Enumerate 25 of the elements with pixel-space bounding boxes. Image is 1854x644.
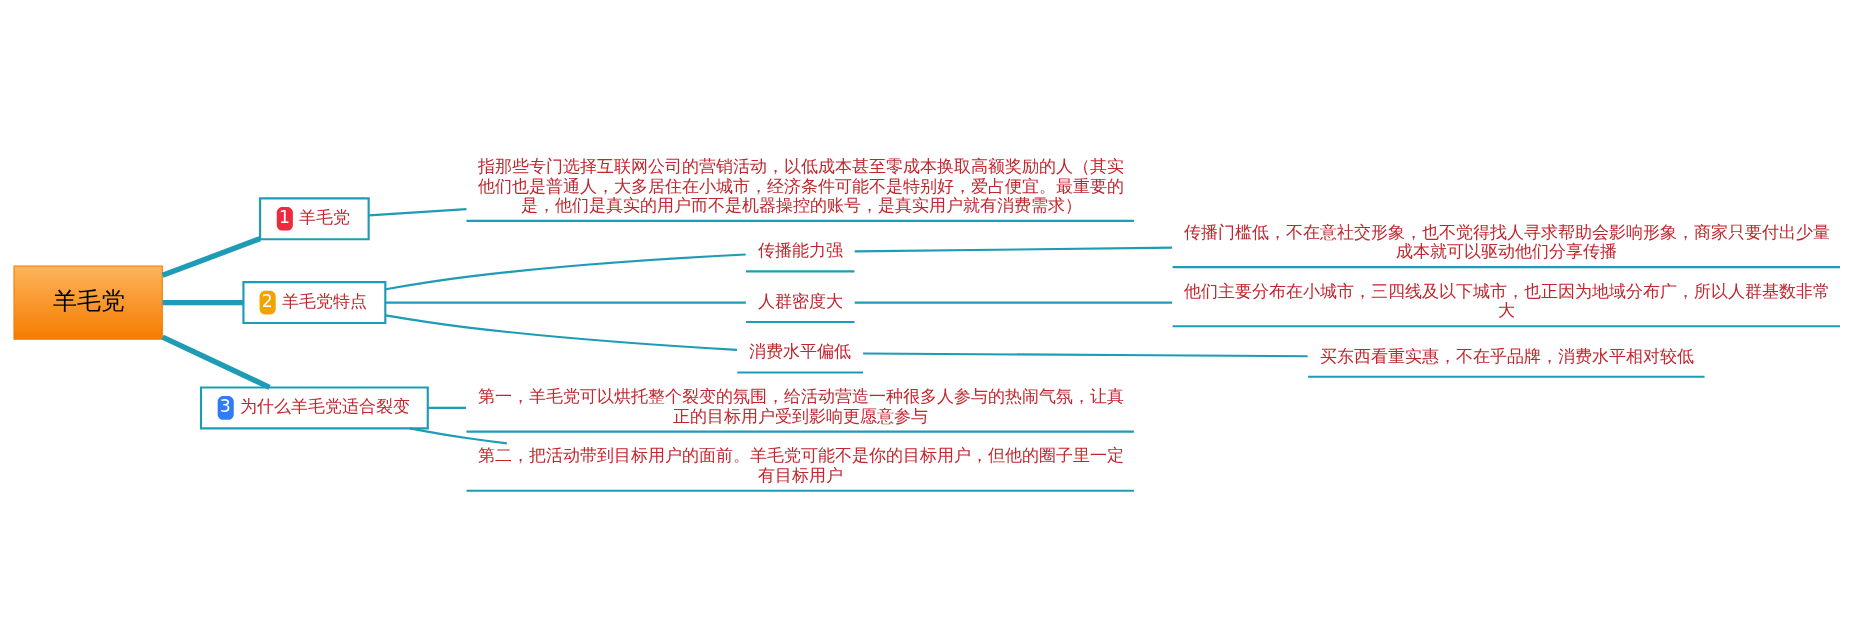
connector bbox=[385, 313, 738, 351]
connector bbox=[161, 334, 271, 390]
connector bbox=[409, 426, 507, 444]
node-text: 传播门槛低，不在意社交形象，也不觉得找人寻求帮助会影响形象，商家只要付出少量成本就可以驱动他们分享传播 bbox=[1184, 221, 1831, 261]
connector bbox=[385, 252, 746, 290]
node-text: 他们主要分布在小城市，三四线及以下城市，也正因为地域分布广，所以人群基数非常大 bbox=[1184, 280, 1831, 320]
node-box: 3 为什么羊毛党适合裂变 bbox=[199, 385, 429, 429]
node-box: 羊毛党 bbox=[13, 265, 163, 340]
connector bbox=[854, 246, 1173, 253]
node-text: 传播能力强 bbox=[757, 239, 843, 260]
connector bbox=[863, 351, 1308, 357]
node-text: 第二，把活动带到目标用户的面前。羊毛党可能不是你的目标用户，但他的圈子里一定有目标用户 bbox=[478, 444, 1125, 485]
node-box: 2 羊毛党特点 bbox=[242, 280, 387, 324]
node-text: 消费水平偏低 bbox=[749, 340, 852, 361]
connector bbox=[427, 406, 466, 409]
node-text: 人群密度大 bbox=[757, 290, 843, 311]
node-text: 第一，羊毛党可以烘托整个裂变的氛围，给活动营造一种很多人参与的热闹气氛，让真正的目标用户受到影响更愿意参与 bbox=[478, 385, 1125, 426]
node-text: 指那些专门选择互联网公司的营销活动，以低成本甚至零成本换取高额奖励的人（其实他们也是普通人，大多居住在小城市，经济条件可能不是特别好，爱占便宜。最重要的是，他们是真实的用户而不是机器操控的账号，是真实用户就有消费需求） bbox=[478, 155, 1125, 215]
connector bbox=[385, 301, 746, 304]
node-box: 1 羊毛党 bbox=[259, 196, 370, 240]
connector bbox=[369, 207, 467, 216]
node-text: 买东西看重实惠，不在乎品牌，消费水平相对较低 bbox=[1319, 345, 1694, 366]
connector bbox=[161, 235, 261, 278]
connector bbox=[854, 301, 1173, 304]
connector bbox=[162, 299, 244, 305]
